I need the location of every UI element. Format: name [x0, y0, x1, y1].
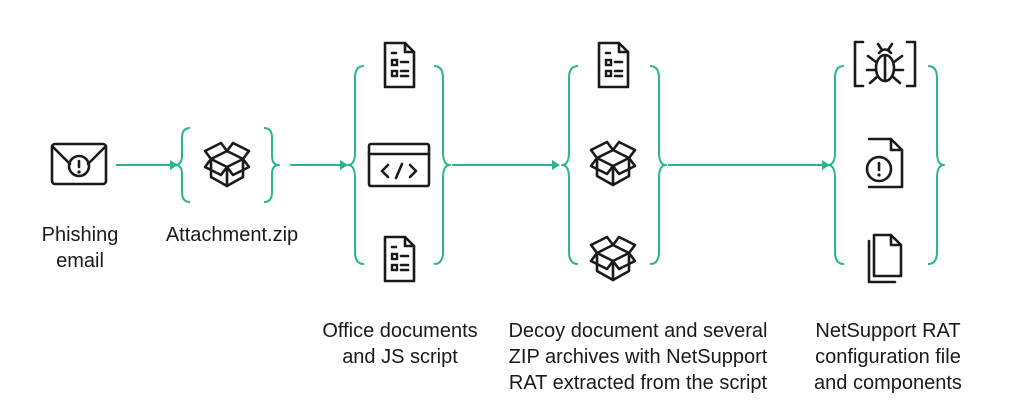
- brace-office-left: [347, 65, 365, 265]
- label-office: Office documents and JS script: [310, 318, 490, 370]
- file-warning-icon: [865, 137, 904, 189]
- brace-netsupport-right: [927, 65, 945, 265]
- package-icon: [203, 141, 251, 188]
- label-line: and JS script: [342, 346, 458, 368]
- document-icon: [383, 41, 416, 89]
- package-icon: [589, 235, 637, 282]
- document-icon: [383, 235, 416, 283]
- brace-netsupport-left: [827, 65, 845, 265]
- envelope-warning-icon: [50, 142, 108, 186]
- brace-decoy-left: [561, 65, 579, 265]
- label-line: Decoy document and several: [508, 320, 768, 342]
- package-icon: [589, 140, 637, 187]
- label-line: configuration file: [815, 346, 961, 368]
- flow-connectors: [116, 160, 830, 170]
- code-window-icon: [367, 142, 431, 188]
- bug-icon: [853, 40, 917, 88]
- document-icon: [597, 41, 630, 89]
- brace-decoy-right: [649, 65, 667, 265]
- label-line: and components: [814, 372, 962, 394]
- label-phishing: Phishing email: [30, 222, 130, 274]
- label-line: NetSupport RAT: [815, 320, 961, 342]
- label-line: Office documents: [322, 320, 478, 342]
- label-line: RAT extracted from the script: [508, 372, 768, 394]
- label-line: ZIP archives with NetSupport: [508, 346, 768, 368]
- label-decoy: Decoy document and several ZIP archives …: [492, 318, 784, 396]
- label-line: Phishing: [41, 224, 119, 246]
- brace-attachment-right: [263, 127, 280, 203]
- label-attachment: Attachment.zip: [150, 222, 314, 248]
- label-line: Attachment.zip: [165, 224, 299, 246]
- brace-attachment-left: [174, 127, 191, 203]
- files-icon: [867, 233, 903, 284]
- label-line: email: [56, 250, 104, 272]
- brace-office-right: [433, 65, 451, 265]
- label-netsupport: NetSupport RAT configuration file and co…: [800, 318, 976, 396]
